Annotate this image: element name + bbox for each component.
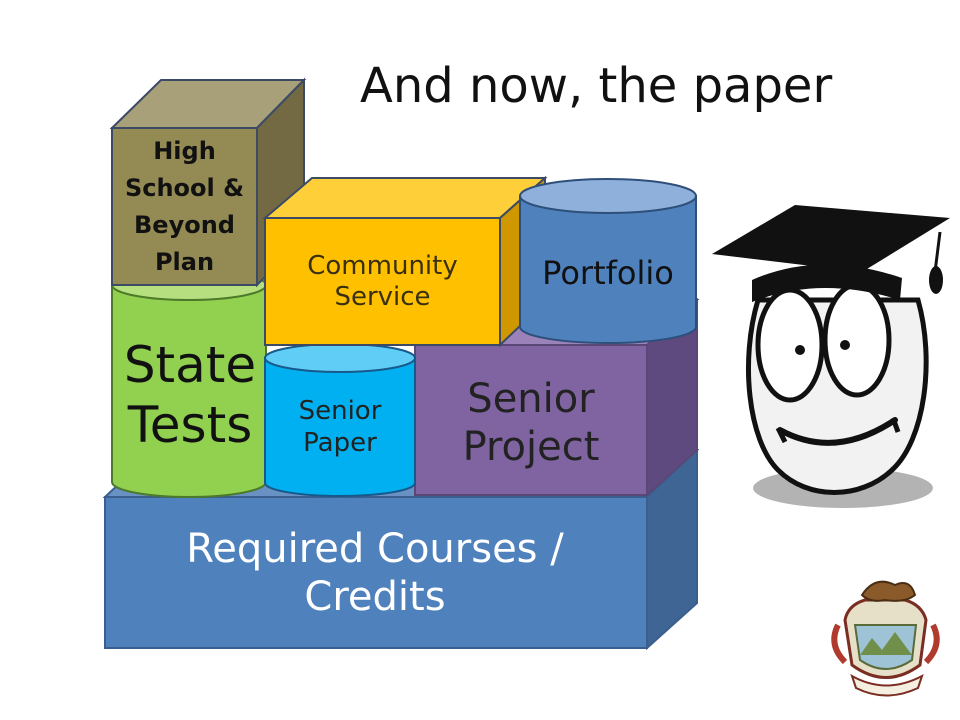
state-tests-cylinder (111, 269, 267, 498)
portfolio-cylinder (519, 178, 697, 344)
school-crest-icon (831, 580, 940, 697)
slide-title: And now, the paper (360, 58, 833, 114)
senior-paper-cylinder (264, 343, 416, 497)
graduate-face-icon (712, 205, 950, 508)
community-service-block (262, 175, 548, 348)
